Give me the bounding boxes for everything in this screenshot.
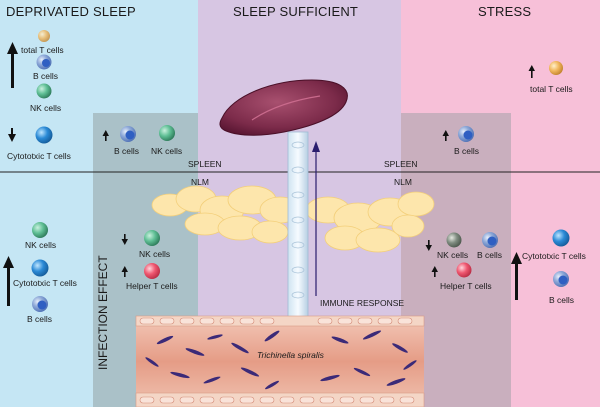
label-b-cells: B cells: [27, 314, 53, 324]
label-b-cells: B cells: [549, 295, 575, 305]
cells: [31, 30, 570, 312]
cytotoxic-t-cell: [35, 126, 53, 144]
label-total-t-cells: total T cells: [21, 45, 64, 55]
total-t-cell: [38, 30, 50, 42]
label-b-cells: B cells: [477, 250, 503, 260]
label-b-cells: B cells: [114, 146, 140, 156]
infection-effect-label: INFECTION EFFECT: [96, 255, 110, 370]
label-nk-cells: NK cells: [437, 250, 469, 260]
intestine: [135, 315, 425, 407]
spleen-label-right: SPLEEN: [384, 159, 418, 169]
header-stress: STRESS: [478, 4, 532, 19]
label-total-t-cells: total T cells: [530, 84, 573, 94]
cytotoxic-t-cell: [31, 259, 49, 277]
nk-cell: [446, 232, 462, 248]
header-deprived-sleep: DEPRIVATED SLEEP: [6, 4, 136, 19]
spleen-organ: [219, 79, 348, 136]
label-nk-cells: NK cells: [151, 146, 183, 156]
label-b-cells: B cells: [33, 71, 59, 81]
trichinella-worms: [145, 330, 417, 390]
parasite-label: Trichinella spiralis: [257, 350, 324, 360]
helper-t-cell: [456, 262, 472, 278]
nlm-label-right: NLM: [394, 177, 412, 187]
arrows: [3, 42, 535, 306]
label-cytotoxic-t-cells: Cytototxic T cells: [522, 251, 586, 261]
nk-cell: [159, 125, 175, 141]
nk-cell: [144, 230, 160, 246]
label-helper-t-cells: Helper T cells: [126, 281, 178, 291]
spleen-label-left: SPLEEN: [188, 159, 222, 169]
header-sleep-sufficient: SLEEP SUFFICIENT: [233, 4, 359, 19]
label-nk-cells: NK cells: [25, 240, 57, 250]
nk-cell: [32, 222, 48, 238]
label-nk-cells: NK cells: [30, 103, 62, 113]
label-cytotoxic-t-cells: Cytototxic T cells: [7, 151, 71, 161]
nlm-label-left: NLM: [191, 177, 209, 187]
nk-cell: [36, 83, 52, 99]
label-cytotoxic-t-cells: Cytototxic T cells: [13, 278, 77, 288]
cytotoxic-t-cell: [552, 229, 570, 247]
total-t-cell: [549, 61, 563, 75]
lymph-vessel: [287, 131, 309, 325]
helper-t-cell: [144, 263, 160, 279]
label-nk-cells: NK cells: [139, 249, 171, 259]
label-b-cells: B cells: [454, 146, 480, 156]
label-helper-t-cells: Helper T cells: [440, 281, 492, 291]
immune-response-label: IMMUNE RESPONSE: [320, 298, 405, 308]
